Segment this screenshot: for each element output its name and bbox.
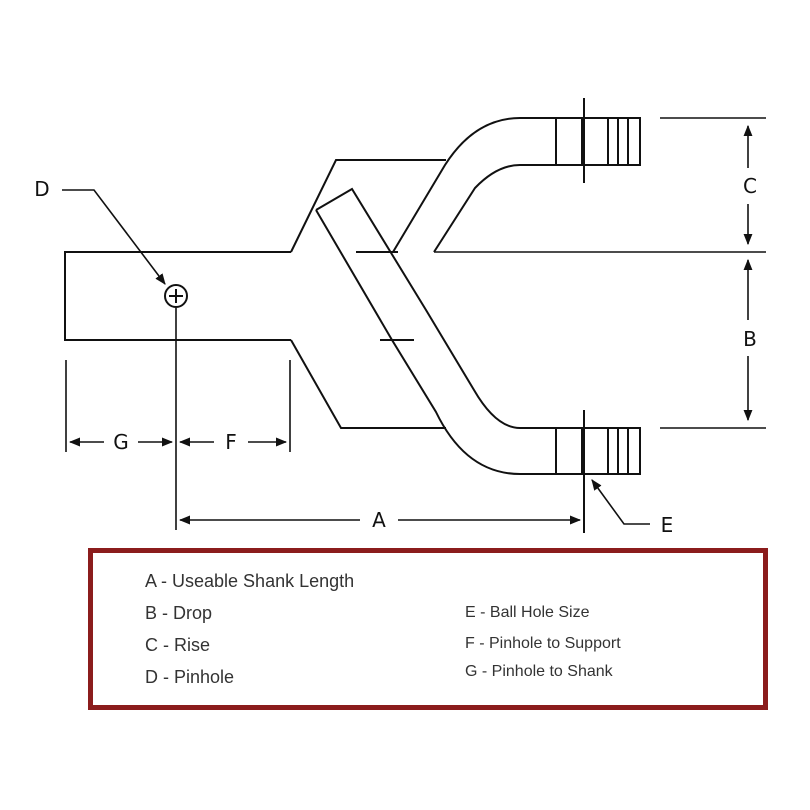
leader-d (62, 189, 166, 285)
legend-item-d: D - Pinhole (145, 667, 235, 687)
label-c: C (743, 174, 757, 198)
pinhole (164, 284, 188, 308)
support-body (290, 159, 446, 253)
legend-box: A - Useable Shank Length B - Drop C - Ri… (88, 548, 768, 710)
legend-item-c: C - Rise (145, 635, 211, 655)
shank (64, 251, 291, 341)
legend-item-f: F - Pinhole to Support (465, 635, 621, 652)
label-a: A (372, 508, 386, 532)
label-g: G (113, 430, 129, 454)
upper-ball-platform (555, 117, 641, 166)
diagonal-bar (315, 187, 556, 429)
hitch-outline (64, 98, 641, 533)
label-b: B (743, 327, 757, 351)
label-f: F (225, 430, 237, 454)
leader-e (591, 479, 650, 525)
upper-arm-inner (433, 164, 556, 253)
legend-item-a: A - Useable Shank Length (145, 571, 355, 591)
dimension-lines (62, 117, 766, 530)
legend-item-e: E - Ball Hole Size (465, 604, 590, 621)
legend-item-b: B - Drop (145, 603, 213, 623)
diagonal-bar-lower (315, 209, 556, 475)
label-e: E (661, 513, 674, 537)
upper-arm (392, 117, 556, 253)
support-body-lower (290, 339, 446, 429)
lower-ball-platform (555, 427, 641, 475)
legend-item-g: G - Pinhole to Shank (465, 663, 613, 680)
dimension-labels: C B D G F A E (34, 174, 757, 537)
label-d: D (34, 177, 49, 201)
